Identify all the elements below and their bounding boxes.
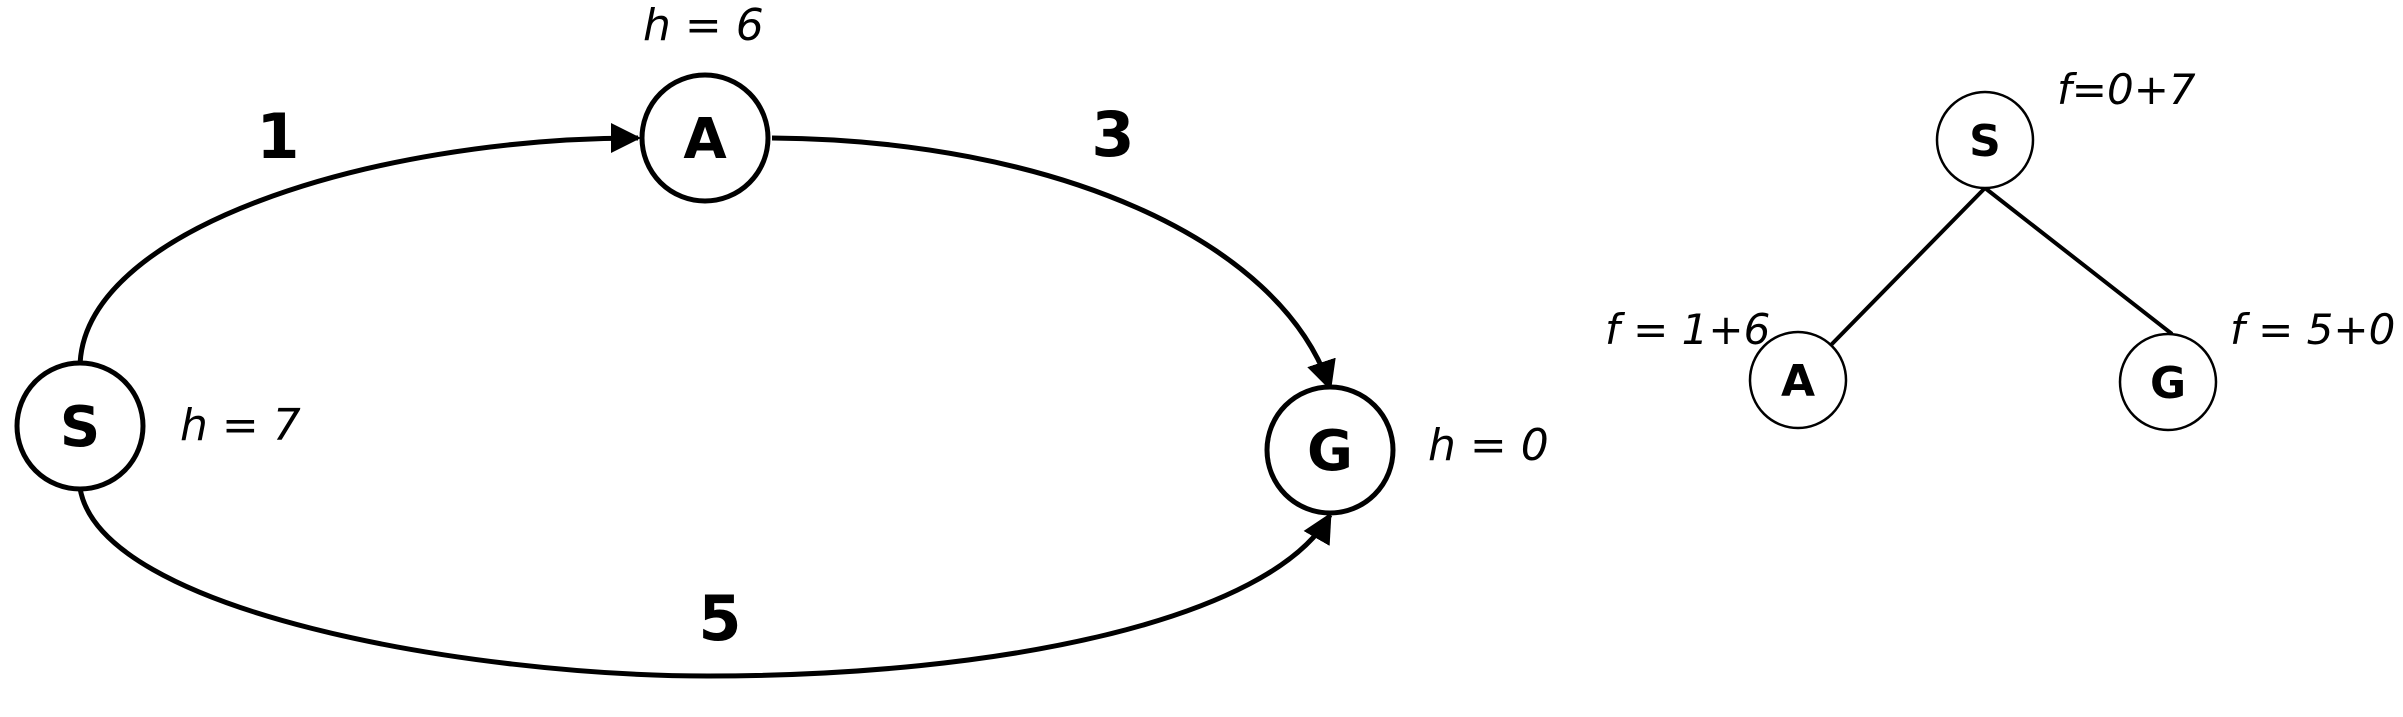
tree-node-a: A (1748, 330, 1848, 430)
f-value-a: f = 1+6 (1605, 305, 1770, 354)
node-label-a: A (683, 107, 727, 172)
graph-node-g: G (1264, 384, 1396, 516)
f-value-s: f=0+7 (2057, 65, 2196, 114)
tree-node-g: G (2118, 332, 2218, 432)
heuristic-g: h = 0 (1428, 420, 1549, 471)
graph-node-a: A (639, 72, 771, 204)
edge-weight-a-g: 3 (1091, 98, 1134, 171)
edge-weight-s-a: 1 (256, 100, 299, 173)
tree-node-s: S (1935, 90, 2035, 190)
edge-weight-s-g: 5 (698, 582, 741, 655)
tree-label-s: S (1969, 116, 2001, 167)
node-label-g: G (1307, 419, 1353, 484)
tree-label-a: A (1781, 356, 1815, 407)
tree-edge-s-a (1828, 186, 1987, 348)
heuristic-s: h = 7 (180, 400, 301, 451)
tree-label-g: G (2150, 358, 2186, 409)
search-tree: S f=0+7 A f = 1+6 G f = 5+0 (1605, 65, 2395, 432)
node-label-s: S (60, 395, 100, 460)
heuristic-a: h = 6 (643, 0, 764, 51)
edge-s-a (77, 123, 641, 369)
tree-edge-s-g (1983, 186, 2174, 336)
f-value-g: f = 5+0 (2230, 305, 2395, 354)
graph-node-s: S (14, 360, 146, 492)
edge-a-g (771, 135, 1336, 391)
edge-s-g (77, 487, 1333, 679)
state-graph: 1 3 5 S h = 7 A h = 6 G h = 0 (14, 0, 1549, 679)
